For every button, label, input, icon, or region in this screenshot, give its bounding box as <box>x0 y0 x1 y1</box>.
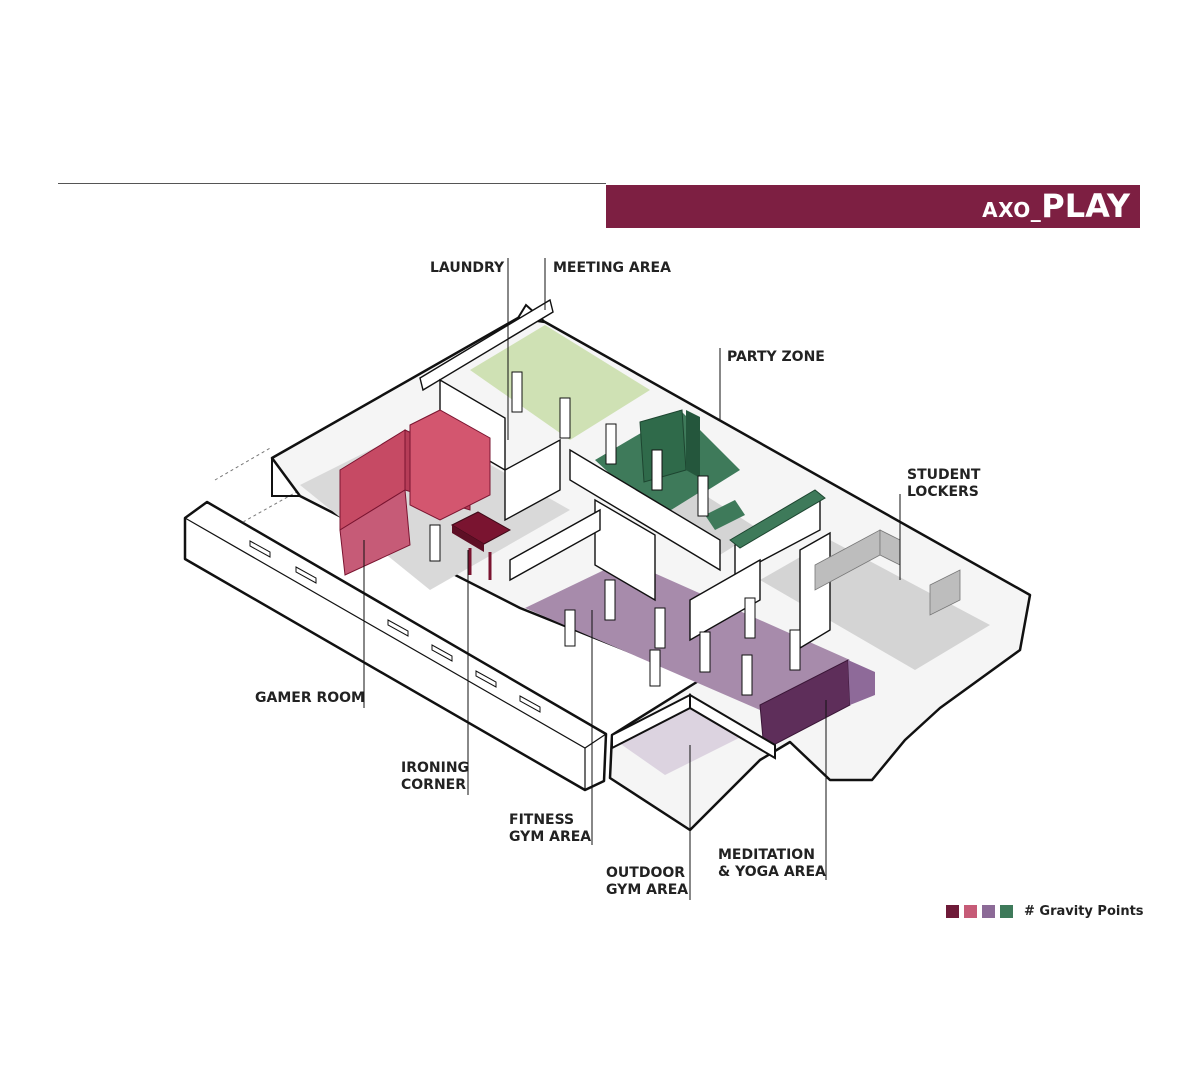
legend-swatch-1 <box>946 905 959 918</box>
legend-swatch-2 <box>964 905 977 918</box>
legend-swatch-4 <box>1000 905 1013 918</box>
label-ironing-corner-line1: IRONING <box>401 760 470 776</box>
label-ironing-corner-line2: CORNER <box>401 777 467 793</box>
label-fitness-gym-area: FITNESS GYM AREA <box>509 812 591 846</box>
meditation-screen <box>759 659 875 751</box>
title-main: PLAY <box>1041 187 1130 225</box>
label-meditation-yoga-area: MEDITATION & YOGA AREA <box>718 847 826 881</box>
ironing-corner-volume <box>450 511 512 580</box>
gamer-room-volume <box>339 409 491 576</box>
label-gamer-room: GAMER ROOM <box>255 690 365 706</box>
title-bar: AXO_PLAY <box>606 185 1140 228</box>
meeting-area-floor <box>470 325 650 440</box>
label-party-zone: PARTY ZONE <box>727 349 825 365</box>
leader-lines <box>363 258 901 900</box>
locker-banks <box>814 529 961 616</box>
label-fitness-gym-area-line2: GYM AREA <box>509 829 592 845</box>
label-outdoor-gym-area: OUTDOOR GYM AREA <box>606 865 688 899</box>
label-meditation-yoga-area-line1: MEDITATION <box>718 847 815 863</box>
columns <box>429 371 801 696</box>
legend-text: # Gravity Points <box>1024 904 1144 919</box>
label-meditation-yoga-area-line2: & YOGA AREA <box>718 864 826 880</box>
label-student-lockers-line1: STUDENT <box>907 467 981 483</box>
label-outdoor-gym-area-line1: OUTDOOR <box>606 865 686 881</box>
outdoor-gym-enclosure <box>611 693 776 760</box>
front-wall-slab <box>183 446 608 792</box>
label-outdoor-gym-area-line2: GYM AREA <box>606 882 689 898</box>
legend: # Gravity Points <box>946 904 1144 919</box>
legend-swatch-3 <box>982 905 995 918</box>
label-fitness-gym-area-line1: FITNESS <box>509 812 575 828</box>
label-student-lockers: STUDENT LOCKERS <box>907 467 980 501</box>
interior-walls <box>419 298 831 650</box>
label-ironing-corner: IRONING CORNER <box>401 760 469 794</box>
label-student-lockers-line2: LOCKERS <box>907 484 979 500</box>
front-wall-windows <box>249 540 541 713</box>
label-meeting-area: MEETING AREA <box>553 260 671 276</box>
title-prefix: AXO_ <box>982 198 1042 222</box>
header-rule <box>58 183 606 184</box>
label-laundry: LAUNDRY <box>430 260 505 276</box>
